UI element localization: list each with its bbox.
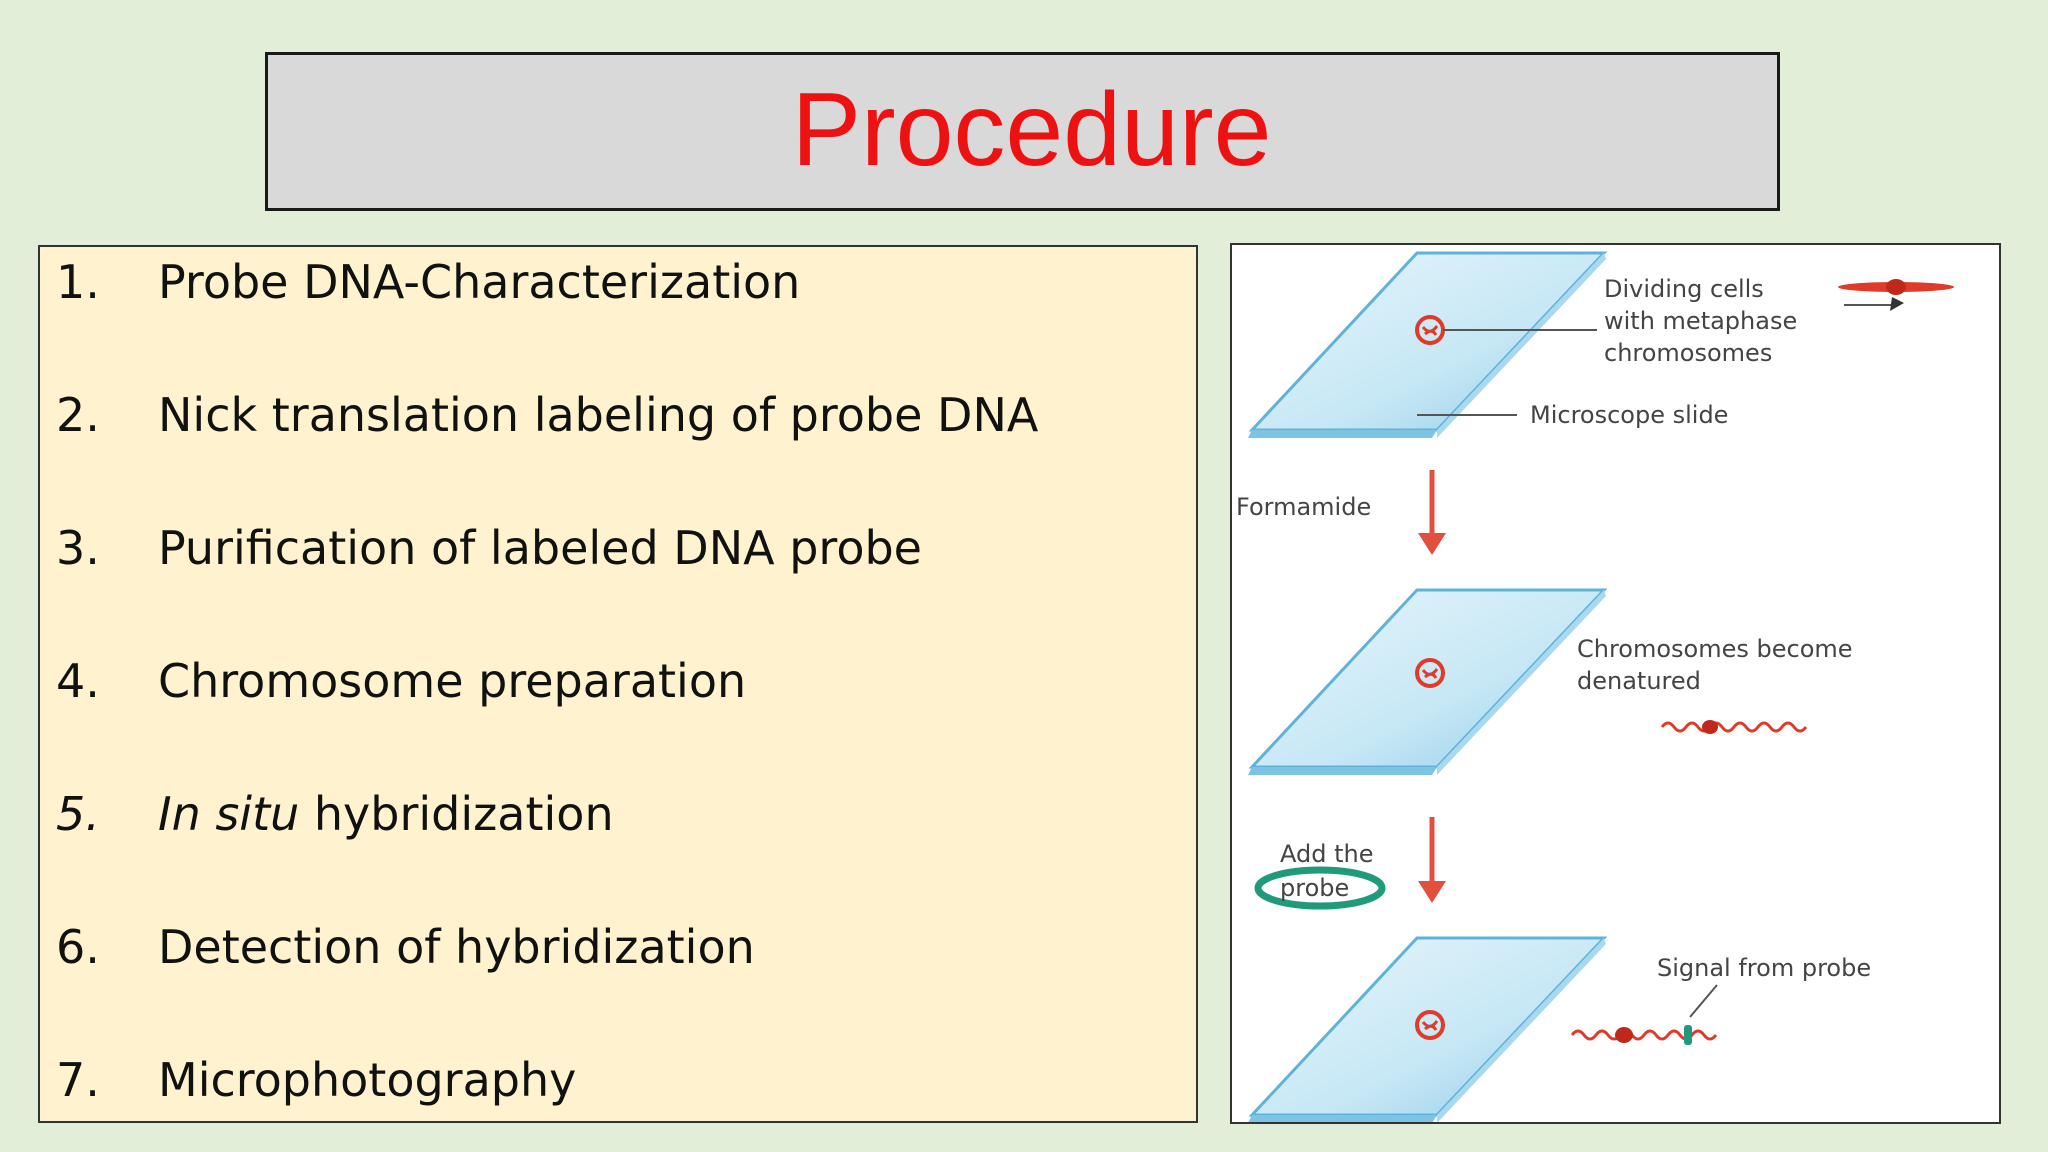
fish-diagram-panel: Dividing cells with metaphase chromosome… bbox=[1230, 243, 2001, 1124]
microscope-slide-3 bbox=[1248, 936, 1608, 1122]
step-1: 1. Probe DNA-Characterization bbox=[40, 247, 1196, 317]
down-arrow-2 bbox=[1418, 817, 1446, 903]
denatured-chromosome-icon bbox=[1660, 720, 1808, 734]
step-text-main: Nick translation labeling of probe DNA bbox=[158, 388, 1039, 442]
step-text: Nick translation labeling of probe DNA bbox=[158, 388, 1038, 442]
page-title: Procedure bbox=[791, 71, 1272, 188]
hybridized-chromosome-icon bbox=[1570, 1025, 1718, 1045]
cell-2 bbox=[1415, 658, 1445, 688]
step-number: 2. bbox=[56, 388, 100, 442]
step-number: 1. bbox=[56, 255, 100, 309]
step-text-main: Probe DNA-Characterization bbox=[158, 255, 801, 309]
label-denatured-2: denatured bbox=[1577, 667, 1701, 695]
step-7: 7. Microphotography bbox=[40, 1045, 1196, 1115]
procedure-steps-panel: 1. Probe DNA-Characterization 2. Nick trans… bbox=[38, 245, 1198, 1123]
step-number: 7. bbox=[56, 1053, 100, 1107]
step-text-main: Microphotography bbox=[158, 1053, 577, 1107]
step-4: 4. Chromosome preparation bbox=[40, 646, 1196, 716]
step-text-italic: In situ bbox=[158, 787, 300, 841]
cell-3 bbox=[1415, 1010, 1445, 1040]
step-text: Probe DNA-Characterization bbox=[158, 255, 800, 309]
step-number: 4. bbox=[56, 654, 100, 708]
step-text-main: Purification of labeled DNA probe bbox=[158, 521, 922, 575]
step-3: 3. Purification of labeled DNA probe bbox=[40, 513, 1196, 583]
step-text: Purification of labeled DNA probe bbox=[158, 521, 922, 575]
fish-procedure-diagram: Dividing cells with metaphase chromosome… bbox=[1236, 251, 1954, 1122]
step-text: Microphotography bbox=[158, 1053, 576, 1107]
step-2: 2. Nick translation labeling of probe DNA bbox=[40, 380, 1196, 450]
label-add-the: Add the bbox=[1280, 840, 1373, 868]
step-text: Detection of hybridization bbox=[158, 920, 755, 974]
step-number: 3. bbox=[56, 521, 100, 575]
step-5: 5. In situ hybridization bbox=[40, 779, 1196, 849]
label-formamide: Formamide bbox=[1236, 493, 1371, 521]
label-slide: Microscope slide bbox=[1530, 401, 1728, 429]
label-probe: probe bbox=[1280, 874, 1349, 902]
step-number: 5. bbox=[56, 787, 100, 841]
label-dividing-1: Dividing cells bbox=[1604, 275, 1764, 303]
probe-ring bbox=[1254, 866, 1386, 910]
step-text: Chromosome preparation bbox=[158, 654, 746, 708]
microscope-slide-2 bbox=[1248, 588, 1608, 775]
metaphase-chromosome-icon bbox=[1838, 279, 1954, 311]
step-text-main: hybridization bbox=[313, 787, 614, 841]
step-text: In situ hybridization bbox=[158, 787, 614, 841]
step-6: 6. Detection of hybridization bbox=[40, 912, 1196, 982]
step-text-main: Chromosome preparation bbox=[158, 654, 747, 708]
label-signal: Signal from probe bbox=[1657, 954, 1871, 982]
label-denatured-1: Chromosomes become bbox=[1577, 635, 1853, 663]
title-banner: Procedure bbox=[265, 52, 1780, 211]
step-text-main: Detection of hybridization bbox=[158, 920, 755, 974]
step-number: 6. bbox=[56, 920, 100, 974]
label-dividing-2: with metaphase bbox=[1604, 307, 1797, 335]
label-dividing-3: chromosomes bbox=[1604, 339, 1772, 367]
down-arrow-1 bbox=[1418, 470, 1446, 555]
